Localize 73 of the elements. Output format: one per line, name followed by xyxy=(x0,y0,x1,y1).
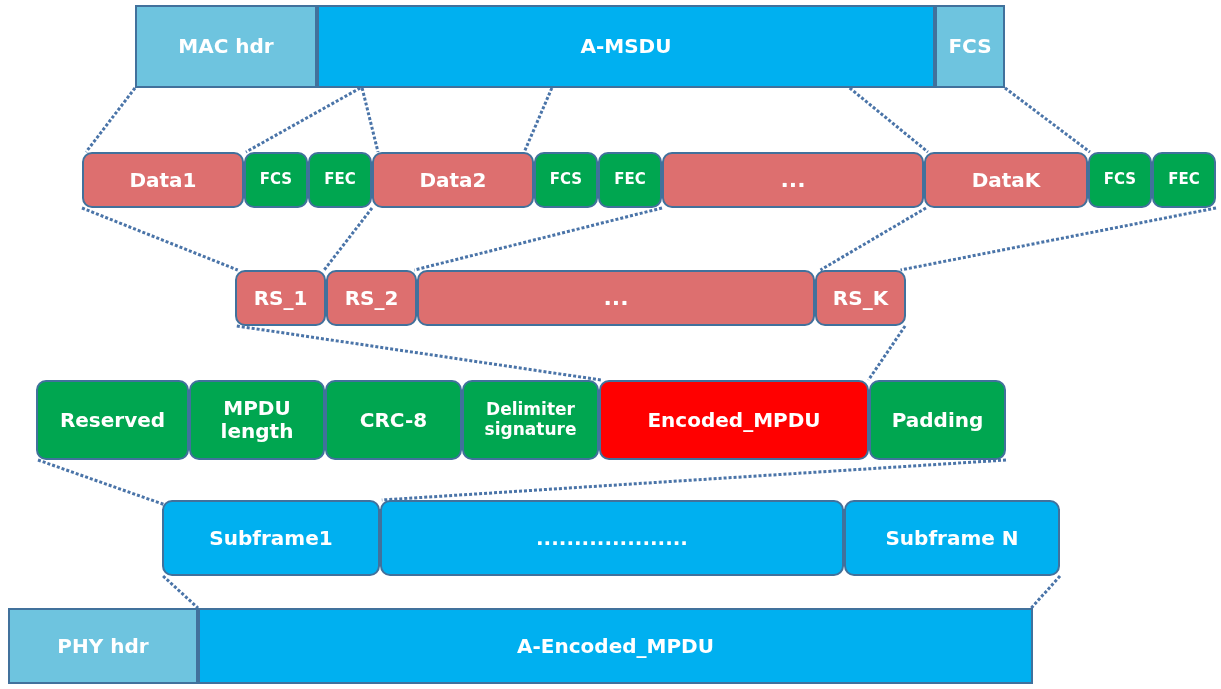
payload-field xyxy=(317,5,935,88)
subframe-block xyxy=(844,500,1060,576)
field-label: FCS xyxy=(1103,171,1137,189)
field-label: CRC-8 xyxy=(359,408,428,432)
field-label: Padding xyxy=(891,408,984,432)
subframe-block xyxy=(380,500,844,576)
padding-field xyxy=(869,380,1006,460)
dotted-line xyxy=(162,574,199,610)
code-block xyxy=(308,152,372,208)
codeword-block xyxy=(326,270,417,326)
code-block xyxy=(598,152,662,208)
dotted-line xyxy=(84,87,137,153)
dotted-line xyxy=(323,207,374,271)
field-label: FEC xyxy=(324,171,356,189)
field-label: Data2 xyxy=(419,168,487,192)
data-block xyxy=(372,152,534,208)
dotted-line xyxy=(900,206,1217,272)
payload-field xyxy=(599,380,869,460)
dotted-line xyxy=(360,87,380,153)
field-label: Reserved xyxy=(59,408,166,432)
ellipsis-block xyxy=(417,270,815,326)
codeword-block xyxy=(235,270,326,326)
header-field xyxy=(135,5,317,88)
field-label: ... xyxy=(780,167,806,193)
field-label: MAC hdr xyxy=(178,35,274,58)
dotted-line xyxy=(37,458,165,506)
dotted-line xyxy=(245,86,361,154)
dotted-line xyxy=(848,86,929,154)
code-block xyxy=(1152,152,1216,208)
field-label: FEC xyxy=(614,171,646,189)
data-block xyxy=(82,152,244,208)
field-label: PHY hdr xyxy=(57,634,149,658)
field-label: ... xyxy=(603,285,629,311)
field-label: MPDU length xyxy=(219,397,295,443)
dotted-line xyxy=(236,324,602,382)
field-label: Subframe1 xyxy=(209,526,333,550)
data-block xyxy=(924,152,1088,208)
delimiter-field xyxy=(36,380,189,460)
dotted-line xyxy=(522,87,554,153)
delimiter-field xyxy=(325,380,462,460)
dotted-line xyxy=(1030,575,1062,609)
ellipsis-block xyxy=(662,152,924,208)
field-label: Subframe N xyxy=(885,526,1019,550)
delimiter-field xyxy=(462,380,599,460)
field-label: .................... xyxy=(536,526,688,550)
dotted-line xyxy=(819,206,927,272)
subframe-block xyxy=(162,500,380,576)
field-label: FEC xyxy=(1168,171,1200,189)
field-label: Data1 xyxy=(129,168,197,192)
field-label: RS_1 xyxy=(253,286,308,310)
field-label: Encoded_MPDU xyxy=(647,408,821,432)
dotted-line xyxy=(413,206,663,272)
codeword-block xyxy=(815,270,906,326)
delimiter-field xyxy=(189,380,325,460)
dotted-line xyxy=(867,325,907,381)
checksum-block xyxy=(1088,152,1152,208)
checksum-block xyxy=(534,152,598,208)
field-label: DataK xyxy=(971,168,1041,192)
field-label: RS_2 xyxy=(344,286,399,310)
dotted-line xyxy=(81,206,239,272)
checksum-field xyxy=(935,5,1005,88)
field-label: A-MSDU xyxy=(580,35,672,58)
dotted-line xyxy=(1004,86,1091,154)
payload-field xyxy=(198,608,1033,684)
field-label: A-Encoded_MPDU xyxy=(517,634,714,658)
field-label: Delimiter signature xyxy=(483,400,578,440)
header-field xyxy=(8,608,198,684)
dotted-line xyxy=(381,458,1007,502)
field-label: FCS xyxy=(549,171,583,189)
field-label: FCS xyxy=(948,35,992,58)
field-label: RS_K xyxy=(832,286,889,310)
checksum-block xyxy=(244,152,308,208)
field-label: FCS xyxy=(259,171,293,189)
